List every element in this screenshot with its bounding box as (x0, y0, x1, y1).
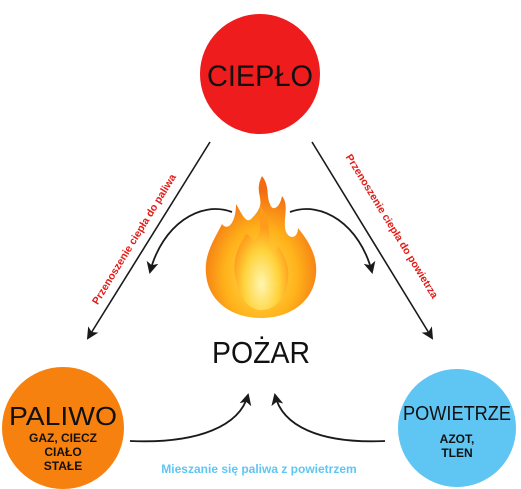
fuel-node-sub-line3: STAŁE (44, 459, 82, 473)
curve-arrow-left-bottom (129, 393, 252, 443)
fuel-node-sub-line1: GAZ, CIECZ (29, 431, 97, 445)
air-node-title: POWIETRZE (403, 403, 511, 425)
arrow-heat-to-air (311, 141, 434, 340)
edge-label-heat-to-air: Przenoszenie ciepła do powietrza (343, 152, 441, 301)
heat-node-circle (200, 14, 320, 134)
curve-arrow-right-bottom (271, 393, 386, 443)
curve-arrow-right-top (289, 208, 376, 274)
air-node-circle (398, 369, 516, 487)
fuel-node-sub-line2: CIAŁO (44, 445, 81, 459)
fuel-node-circle (2, 367, 124, 489)
air-node-sub-line2: TLEN (441, 446, 472, 460)
arrow-heat-to-fuel (86, 141, 211, 340)
air-node-sub-line1: AZOT, (440, 432, 475, 446)
edge-label-heat-to-fuel: Przenoszenie ciepła do paliwa (90, 172, 179, 307)
flame-icon (205, 176, 317, 318)
fuel-node-title: PALIWO (9, 401, 117, 431)
curve-arrow-left-top (146, 208, 233, 274)
edge-label-fuel-air-mixing: Mieszanie się paliwa z powietrzem (161, 462, 356, 476)
heat-node-title: CIEPŁO (207, 60, 313, 93)
center-label: POŻAR (212, 335, 310, 370)
